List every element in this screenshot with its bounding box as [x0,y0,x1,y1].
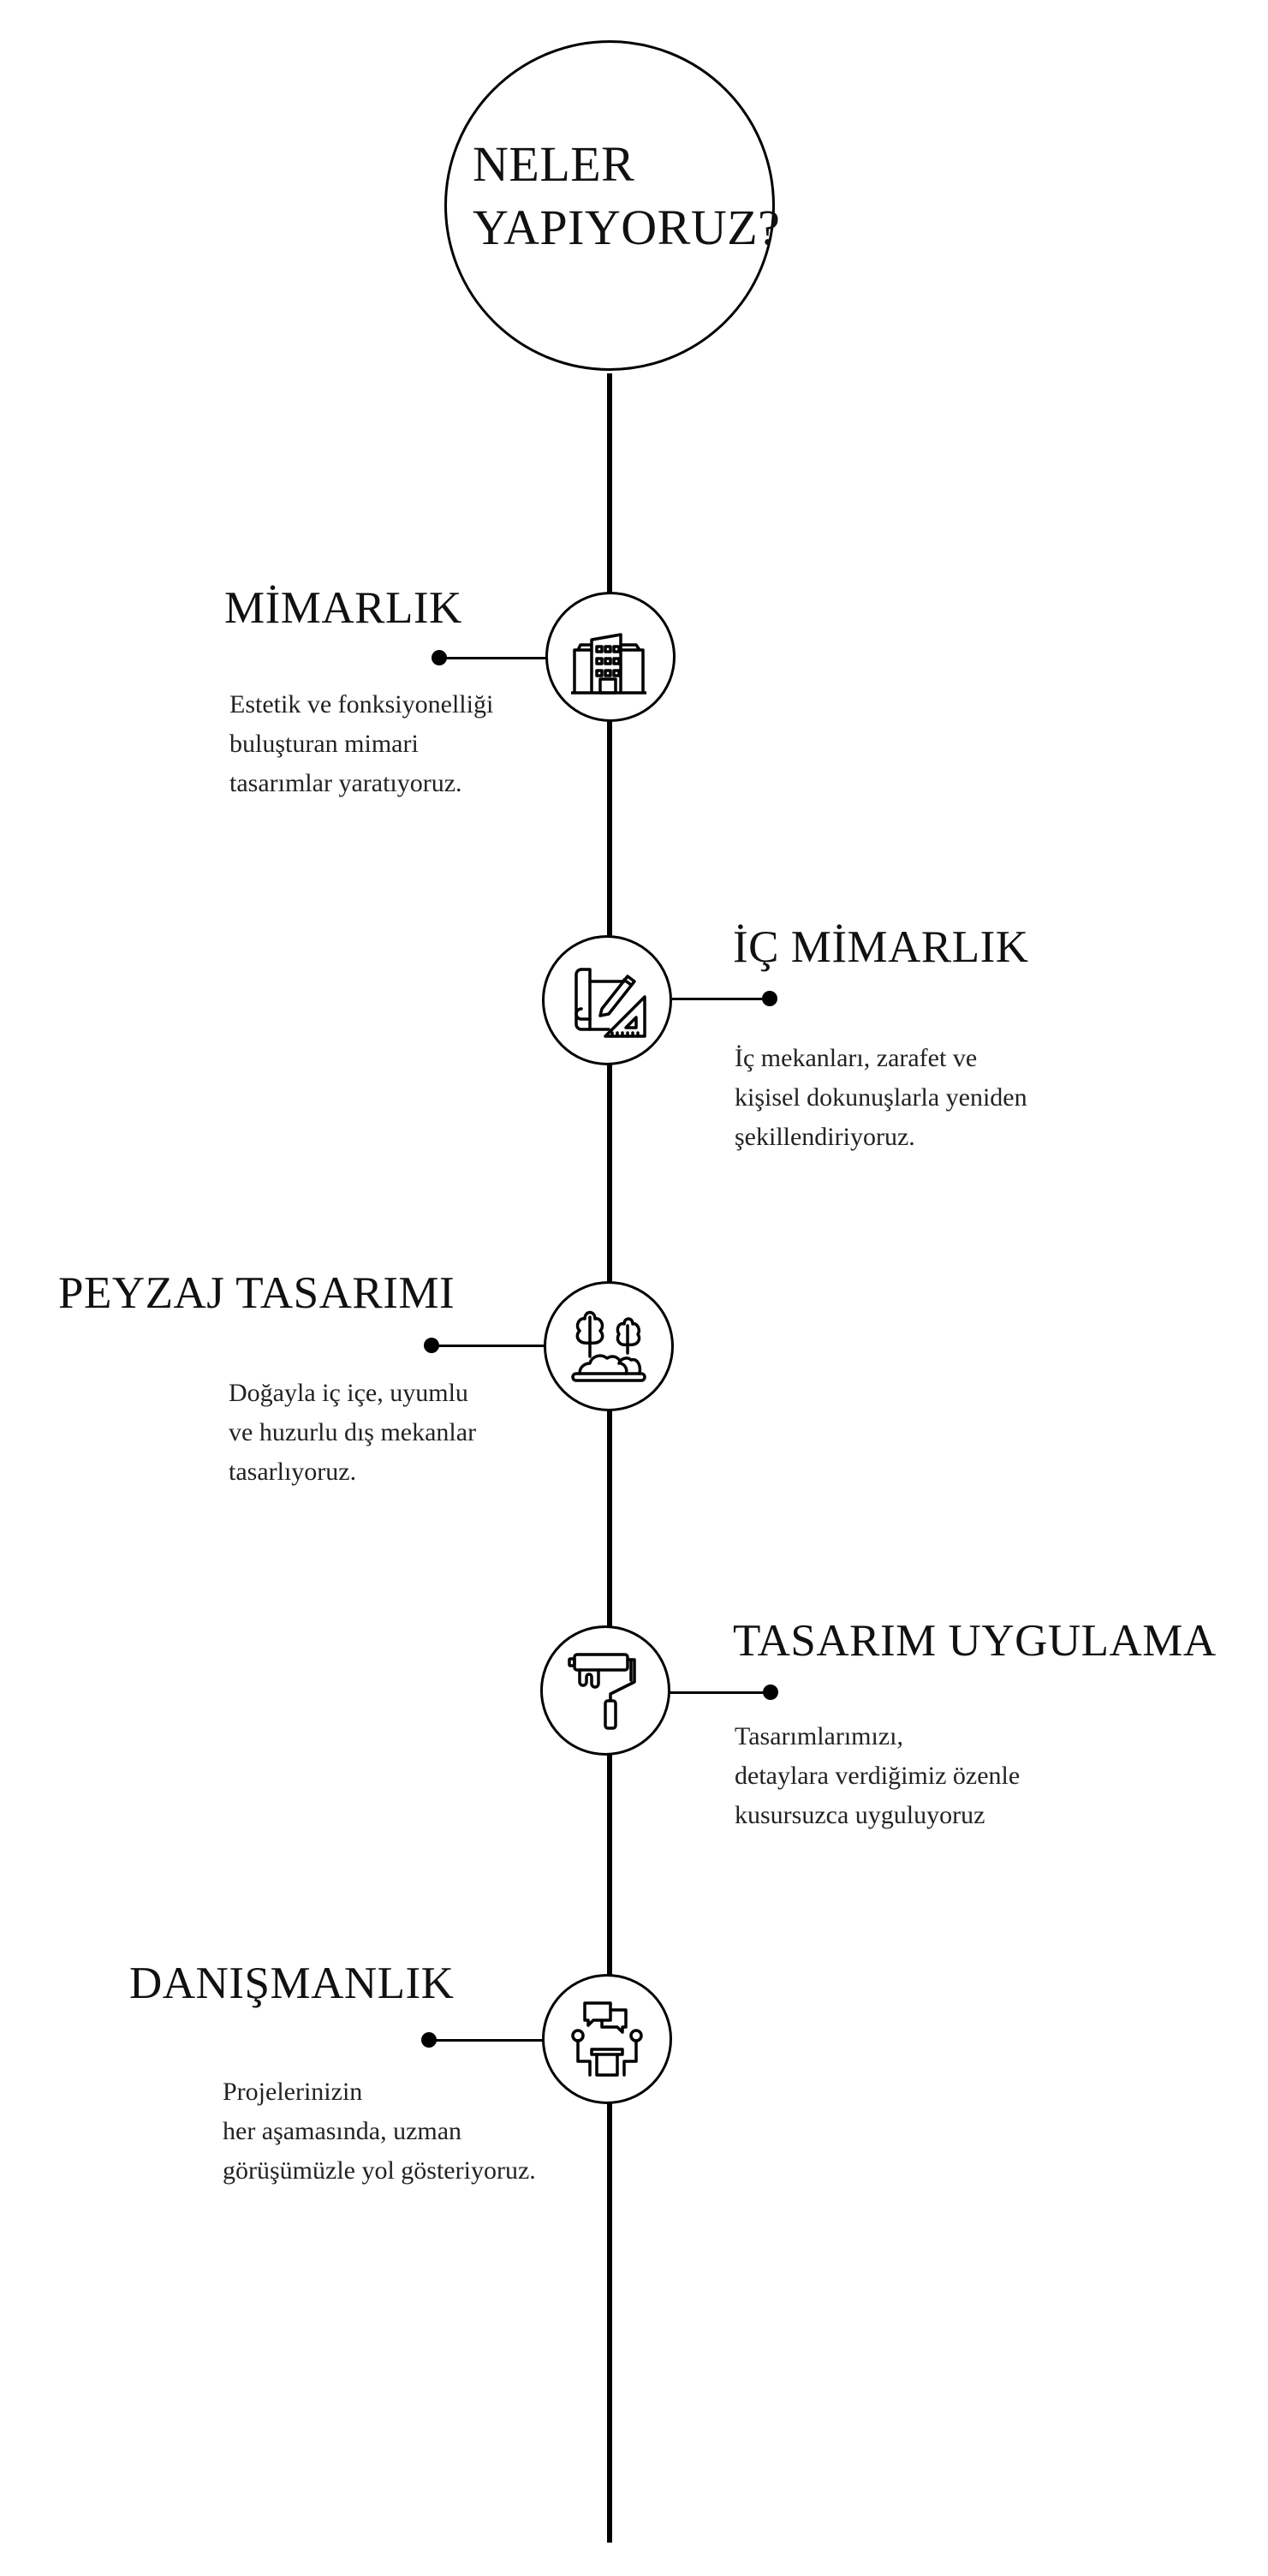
trees-landscape-icon [571,1310,646,1382]
service-description: İç mekanları, zarafet ve kişisel dokunuş… [735,1044,1027,1151]
service-description: Projelerinizin her aşamasında, uzman gör… [223,2078,536,2185]
service-node [542,935,672,1065]
hero-circle: NELER YAPIYORUZ? [444,40,780,371]
blueprint-pencil-ruler-icon [574,968,646,1038]
paint-roller-icon [568,1653,636,1730]
connector-line [432,1345,545,1347]
service-title: DANIŞMANLIK [129,1959,455,2008]
timeline-spine [607,373,612,2543]
connector-line [672,998,766,1000]
service-description: Tasarımlarımızı, detaylara verdiğimiz öz… [735,1722,1021,1829]
service-node [545,592,676,722]
page-title: NELER YAPIYORUZ? [473,136,781,255]
connector-dot [762,991,777,1006]
service-description: Estetik ve fonksiyonelliği buluşturan mi… [229,690,494,797]
service-title: İÇ MİMARLIK [733,922,1029,972]
building-icon [571,633,646,695]
service-description: Doğayla iç içe, uyumlu ve huzurlu dış me… [229,1379,477,1486]
connector-line [439,657,547,659]
service-title: PEYZAJ TASARIMI [58,1268,455,1318]
connector-line [429,2039,544,2042]
connector-line [669,1691,770,1694]
service-title: MİMARLIK [224,583,462,633]
service-node [544,1281,674,1411]
consultation-meeting-icon [571,2001,643,2077]
service-node [540,1625,670,1756]
connector-dot [763,1685,778,1700]
service-node [542,1974,672,2104]
service-title: TASARIM UYGULAMA [733,1616,1217,1666]
